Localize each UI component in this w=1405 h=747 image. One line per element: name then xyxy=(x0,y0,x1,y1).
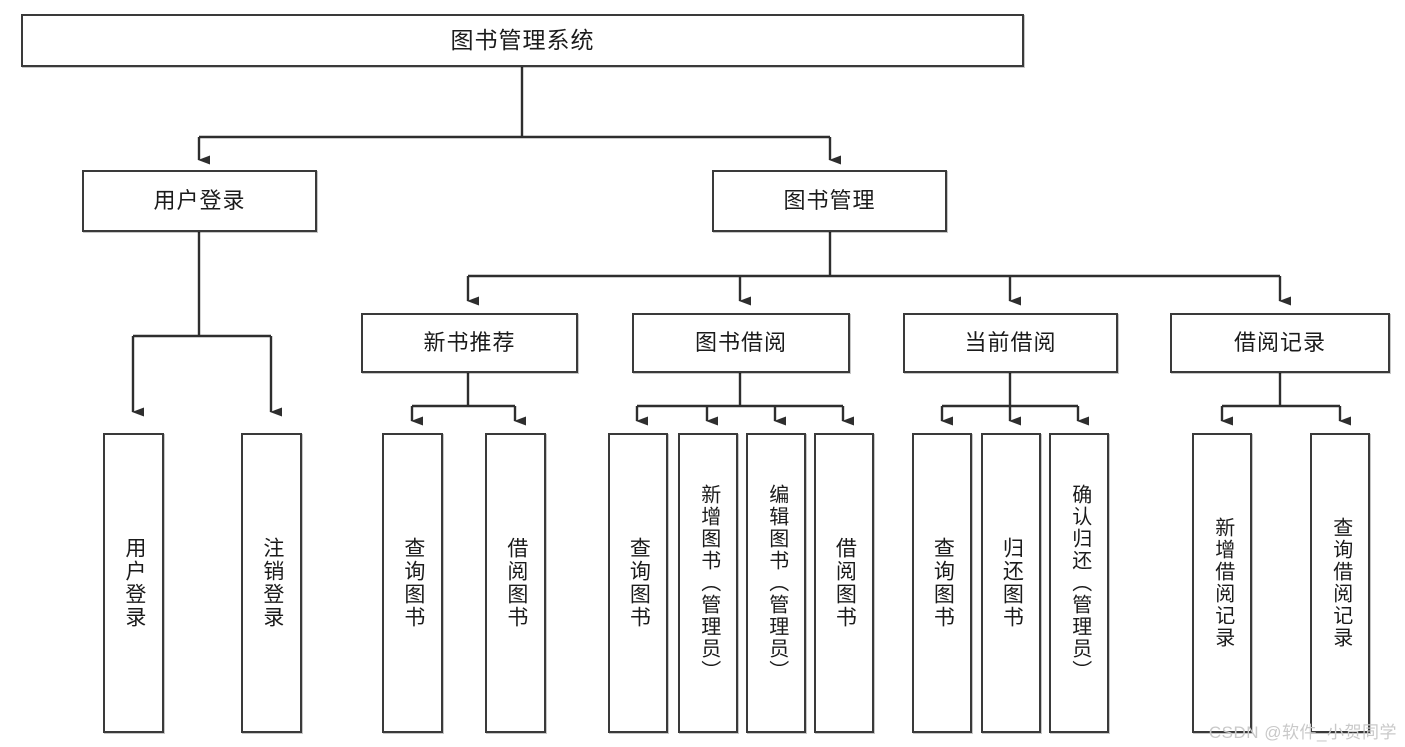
node-user-login[interactable]: 用户登录 xyxy=(82,170,317,232)
node-label: 借阅图书 xyxy=(833,537,857,629)
node-root-system[interactable]: 图书管理系统 xyxy=(21,14,1024,67)
node-label: 注销登录 xyxy=(260,537,284,629)
node-book-management[interactable]: 图书管理 xyxy=(712,170,947,232)
leaf-record-query-record[interactable]: 查询借阅记录 xyxy=(1310,433,1370,733)
leaf-borrow-add-book-admin[interactable]: 新增图书（管理员） xyxy=(678,433,738,733)
node-label: 查询图书 xyxy=(627,537,651,629)
leaf-borrow-query-book[interactable]: 查询图书 xyxy=(608,433,668,733)
leaf-current-confirm-return-admin[interactable]: 确认归还（管理员） xyxy=(1049,433,1109,733)
leaf-record-add-record[interactable]: 新增借阅记录 xyxy=(1192,433,1252,733)
node-label: 确认归还（管理员） xyxy=(1068,484,1091,682)
node-label: 借阅图书 xyxy=(504,537,528,629)
node-label: 图书管理 xyxy=(783,188,876,214)
node-label: 查询图书 xyxy=(401,537,425,629)
watermark: CSDN @软件_小贺同学 xyxy=(1208,723,1397,742)
leaf-new-book-query[interactable]: 查询图书 xyxy=(382,433,443,733)
node-new-book-recommend[interactable]: 新书推荐 xyxy=(361,313,578,373)
leaf-user-login-login[interactable]: 用户登录 xyxy=(103,433,164,733)
node-label: 新增借阅记录 xyxy=(1211,517,1234,649)
leaf-current-return-book[interactable]: 归还图书 xyxy=(981,433,1041,733)
leaf-current-query-book[interactable]: 查询图书 xyxy=(912,433,972,733)
node-label: 图书管理系统 xyxy=(450,27,595,54)
node-label: 查询借阅记录 xyxy=(1329,517,1352,649)
leaf-new-book-borrow[interactable]: 借阅图书 xyxy=(485,433,546,733)
leaf-borrow-edit-book-admin[interactable]: 编辑图书（管理员） xyxy=(746,433,806,733)
node-label: 用户登录 xyxy=(122,537,146,629)
node-label: 图书借阅 xyxy=(694,330,787,356)
node-label: 新增图书（管理员） xyxy=(697,484,720,682)
node-label: 用户登录 xyxy=(153,188,246,214)
leaf-user-login-logout[interactable]: 注销登录 xyxy=(241,433,302,733)
node-label: 借阅记录 xyxy=(1233,330,1326,356)
leaf-borrow-borrow-book[interactable]: 借阅图书 xyxy=(814,433,874,733)
node-label: 编辑图书（管理员） xyxy=(765,484,788,682)
node-current-borrow[interactable]: 当前借阅 xyxy=(903,313,1118,373)
node-label: 当前借阅 xyxy=(964,330,1057,356)
node-label: 归还图书 xyxy=(1000,537,1024,629)
node-label: 查询图书 xyxy=(931,537,955,629)
node-book-borrow[interactable]: 图书借阅 xyxy=(632,313,850,373)
node-borrow-record[interactable]: 借阅记录 xyxy=(1170,313,1390,373)
node-label: 新书推荐 xyxy=(423,330,516,356)
